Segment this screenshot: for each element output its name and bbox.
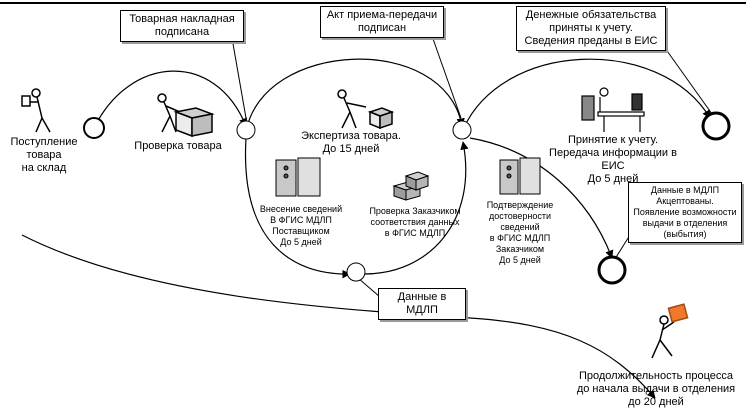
pointer-mdlp-data (357, 277, 381, 298)
worker-carrying-orange-box-icon (651, 303, 689, 359)
worker-carrying-icon (21, 88, 51, 133)
label-receipt: Поступление товара на склад (4, 136, 84, 175)
label-supplier-entry-line1: Внесение сведений (259, 204, 343, 214)
event-circle-mdlp (346, 262, 366, 282)
event-circle-act (452, 120, 472, 140)
callout-act-line2: подписан (357, 22, 407, 34)
event-circle-invoice (236, 120, 256, 140)
arc-check-to-mdlp (244, 137, 351, 279)
worker-at-desk-icon (581, 87, 645, 132)
worker-checking-box-icon (157, 93, 215, 138)
label-receipt-line2: товара (26, 149, 62, 161)
label-customer-check: Проверка Заказчиком соответствия данных … (360, 206, 470, 239)
callout-money-obligations: Денежные обязательства приняты к учету. … (516, 6, 666, 51)
label-customer-check-line3: в ФГИС МДЛП (384, 228, 446, 238)
event-circle-end-mdlp (597, 255, 627, 285)
callout-mdlp-accepted-line5: (выбытия) (663, 229, 707, 239)
label-supplier-entry-line4: До 5 дней (280, 237, 322, 247)
server-rack-icon-customer (499, 157, 541, 195)
label-acceptance-line1: Принятие к учету. (567, 134, 659, 146)
label-receipt-line1: Поступление (10, 136, 78, 148)
label-acceptance-line2: Передача информации в ЕИС (549, 147, 677, 172)
label-customer-confirm-line6: До 5 дней (499, 255, 541, 265)
arc-mdlp-to-act (361, 141, 469, 275)
label-customer-confirm-line3: сведений (500, 222, 540, 232)
label-check-line1: Проверка товара (134, 140, 222, 152)
label-expertise-line2: До 15 дней (322, 143, 380, 155)
label-duration-line3: до 20 дней (628, 396, 684, 408)
arc-check-to-act (245, 58, 465, 133)
worker-expertise-icon (337, 89, 395, 130)
callout-money-line2: приняты к учету. (549, 22, 633, 34)
label-acceptance-line3: До 5 дней (587, 173, 639, 185)
callout-invoice-signed: Товарная накладная подписана (120, 10, 244, 42)
label-customer-confirm-line1: Подтверждение (486, 200, 554, 210)
label-duration: Продолжительность процесса до начала выд… (566, 370, 746, 409)
callout-mdlp-accepted-line2: Акцептованы. (656, 196, 714, 206)
callout-mdlp-accepted-line1: Данные в МДЛП (650, 185, 720, 195)
arc-duration (21, 234, 656, 399)
label-customer-confirm: Подтверждение достоверности сведений в Ф… (480, 200, 560, 266)
callout-mdlp-data: Данные в МДЛП (378, 288, 466, 320)
callout-mdlp-data-line1: Данные в МДЛП (397, 291, 447, 316)
event-circle-end-accounting (701, 111, 731, 141)
callout-invoice-line2: подписана (154, 26, 210, 38)
server-rack-icon-supplier (275, 157, 321, 197)
pointer-invoice (231, 37, 247, 119)
label-customer-confirm-line4: в ФГИС МДЛП (489, 233, 551, 243)
label-supplier-entry-line3: Поставщиком (272, 226, 330, 236)
stacked-boxes-icon (392, 171, 430, 201)
callout-mdlp-accepted-line3: Появление возможности (633, 207, 737, 217)
arc-act-to-mdlp-accepted (469, 137, 614, 259)
label-expertise-line1: Экспертиза товара. (301, 130, 401, 142)
label-check: Проверка товара (128, 140, 228, 153)
label-supplier-entry-line2: В ФГИС МДЛП (270, 215, 332, 225)
arc-receipt-to-check (93, 70, 248, 129)
label-customer-check-line1: Проверка Заказчиком (369, 206, 461, 216)
pointer-money (664, 47, 713, 115)
callout-act-signed: Акт приема-передачи подписан (320, 6, 444, 38)
label-customer-check-line2: соответствия данных (370, 217, 460, 227)
label-customer-confirm-line5: Заказчиком (495, 244, 545, 254)
arc-act-to-accounting (461, 58, 711, 133)
label-duration-line2: до начала выдачи в отделения (576, 383, 736, 395)
label-supplier-entry: Внесение сведений В ФГИС МДЛП Поставщико… (256, 204, 346, 248)
label-expertise: Экспертиза товара. До 15 дней (296, 130, 406, 156)
callout-invoice-line1: Товарная накладная (129, 13, 235, 25)
callout-money-line3: Сведения преданы в ЕИС (524, 35, 658, 47)
callout-act-line1: Акт приема-передачи (326, 9, 438, 21)
pointer-act (431, 35, 462, 119)
label-receipt-line3: на склад (21, 162, 67, 174)
label-acceptance: Принятие к учету. Передача информации в … (538, 134, 688, 186)
event-circle-start (83, 117, 105, 139)
label-duration-line1: Продолжительность процесса (578, 370, 734, 382)
callout-money-line1: Денежные обязательства (525, 9, 657, 21)
callout-mdlp-accepted-line4: выдачи в отделения (642, 218, 728, 228)
label-customer-confirm-line2: достоверности (488, 211, 552, 221)
callout-mdlp-accepted: Данные в МДЛП Акцептованы. Появление воз… (628, 182, 742, 243)
